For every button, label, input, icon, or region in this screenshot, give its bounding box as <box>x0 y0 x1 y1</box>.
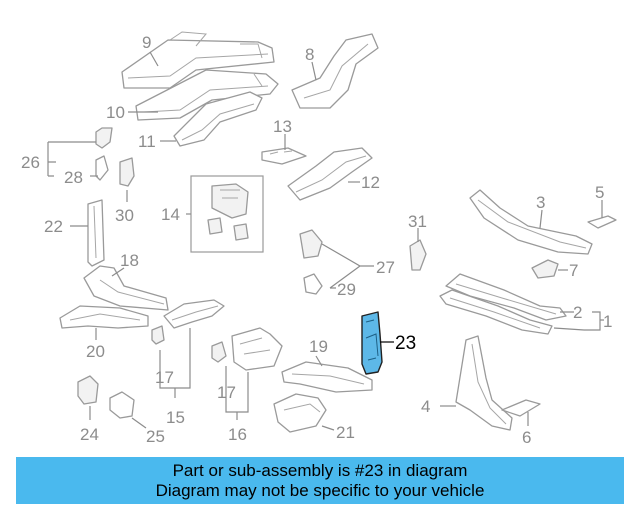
leader-26-bracket <box>47 141 96 177</box>
callout-16: 16 <box>228 425 247 444</box>
callout-24: 24 <box>80 425 99 444</box>
callout-7: 7 <box>569 261 578 280</box>
callout-15: 15 <box>166 408 185 427</box>
part-16 <box>231 327 283 371</box>
callout-20: 20 <box>86 342 105 361</box>
callout-12: 12 <box>361 173 380 192</box>
callout-17b: 17 <box>217 383 236 402</box>
part-15 <box>163 299 225 329</box>
callout-23: 23 <box>395 333 416 354</box>
part-22 <box>87 199 105 267</box>
leader-3 <box>539 209 543 229</box>
part-25 <box>109 391 135 419</box>
callout-19: 19 <box>309 337 328 356</box>
part-9 <box>121 31 275 89</box>
callout-13: 13 <box>273 117 292 136</box>
part-31 <box>409 239 427 271</box>
part-6 <box>501 399 541 417</box>
leader-18 <box>111 267 125 277</box>
part-4 <box>455 335 513 431</box>
callout-28: 28 <box>64 168 83 187</box>
callout-9: 9 <box>142 33 151 52</box>
part-10 <box>135 69 279 121</box>
leader-27-29 <box>321 243 374 289</box>
callout-2: 2 <box>573 303 582 322</box>
callout-25: 25 <box>146 427 165 446</box>
callout-11: 11 <box>138 132 156 151</box>
part-20 <box>59 305 149 329</box>
callout-3: 3 <box>536 193 545 212</box>
part-17a <box>151 325 165 345</box>
leader-19 <box>315 355 323 367</box>
part-7 <box>531 259 559 279</box>
callout-22: 22 <box>44 217 63 236</box>
part-18 <box>83 265 169 311</box>
part-13 <box>261 147 307 165</box>
callout-17a: 17 <box>155 368 174 387</box>
callout-4: 4 <box>421 397 430 416</box>
leader-15-17 <box>159 328 191 398</box>
part-1 <box>439 289 553 335</box>
part-26 <box>95 127 113 149</box>
banner-line-2: Diagram may not be specific to your vehi… <box>155 480 485 500</box>
part-12 <box>287 147 373 201</box>
callout-10: 10 <box>106 103 125 122</box>
parts-diagram: 9 10 11 8 26 28 30 22 <box>21 31 617 447</box>
callout-26: 26 <box>21 153 40 172</box>
part-5 <box>587 215 617 229</box>
leader-8 <box>311 61 317 81</box>
info-banner: Part or sub-assembly is #23 in diagram D… <box>16 457 624 504</box>
callout-14: 14 <box>161 205 180 224</box>
callout-31: 31 <box>408 212 427 231</box>
leader-9 <box>149 51 159 67</box>
part-8 <box>291 33 379 109</box>
leader-25 <box>131 417 147 429</box>
callout-1: 1 <box>603 312 612 331</box>
callout-18: 18 <box>120 251 139 270</box>
callout-21: 21 <box>336 423 355 442</box>
leader-16-17 <box>225 366 249 420</box>
part-28 <box>95 155 109 181</box>
leader-21 <box>321 425 335 431</box>
part-11 <box>173 91 263 147</box>
part-27 <box>299 229 323 259</box>
leader-1-2 <box>553 311 604 331</box>
callout-30: 30 <box>115 206 134 225</box>
banner-line-1: Part or sub-assembly is #23 in diagram <box>172 460 468 480</box>
callout-29: 29 <box>337 280 356 299</box>
part-29 <box>303 273 323 295</box>
part-19 <box>281 361 373 393</box>
part-30 <box>119 157 135 187</box>
part-21 <box>273 393 327 433</box>
part-24 <box>77 375 99 405</box>
callout-8: 8 <box>305 45 314 64</box>
callout-5: 5 <box>595 183 604 202</box>
part-17b <box>211 341 227 363</box>
part-3 <box>469 189 593 255</box>
part-23-highlighted[interactable] <box>361 311 383 375</box>
part-14 <box>207 183 249 241</box>
callout-6: 6 <box>522 428 531 447</box>
callout-27: 27 <box>376 258 395 277</box>
